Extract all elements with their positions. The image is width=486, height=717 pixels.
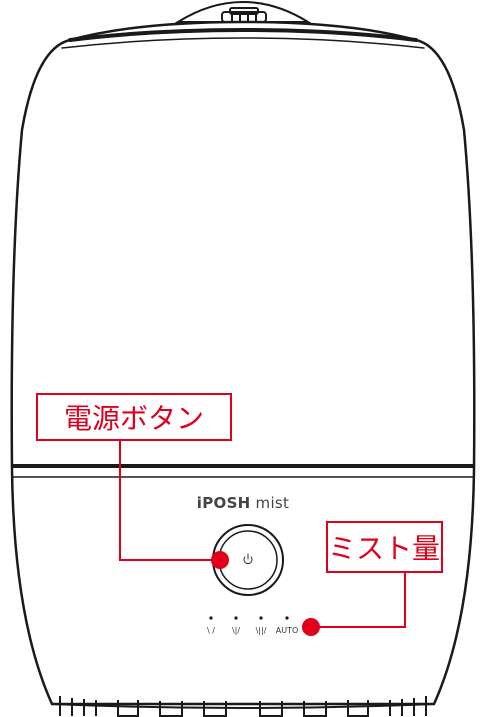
- brand-light: mist: [256, 494, 290, 512]
- power-callout: 電源ボタン: [36, 393, 232, 569]
- top-nozzle: [174, 0, 312, 23]
- mist-callout-box: [326, 521, 443, 573]
- power-icon: [243, 553, 253, 565]
- mist-medium-icon: \|/: [232, 626, 240, 635]
- tank-base-seam: [13, 464, 473, 478]
- mist-low-led: [209, 616, 213, 620]
- brand-logo: iPOSH mist: [197, 494, 289, 512]
- mist-callout: ミスト量: [302, 521, 443, 636]
- auto-mode-label: AUTO: [276, 626, 299, 635]
- power-leader-line: [119, 440, 213, 561]
- mist-marker: [302, 618, 320, 636]
- mist-mode-panel: \ / \|/ \||/ AUTO: [207, 616, 298, 635]
- mist-leader-line: [319, 572, 406, 628]
- mist-callout-label: ミスト量: [328, 532, 440, 565]
- power-callout-label: 電源ボタン: [64, 402, 204, 435]
- mist-high-led: [259, 616, 263, 620]
- mist-medium-led: [234, 616, 238, 620]
- mist-high-icon: \||/: [256, 626, 267, 635]
- power-marker: [211, 551, 229, 569]
- top-rim: [61, 27, 425, 49]
- brand-bold: iPOSH: [197, 494, 251, 512]
- auto-led: [285, 616, 289, 620]
- power-callout-box: [36, 393, 232, 441]
- base-vents: [51, 696, 435, 717]
- mist-low-icon: \ /: [207, 626, 215, 635]
